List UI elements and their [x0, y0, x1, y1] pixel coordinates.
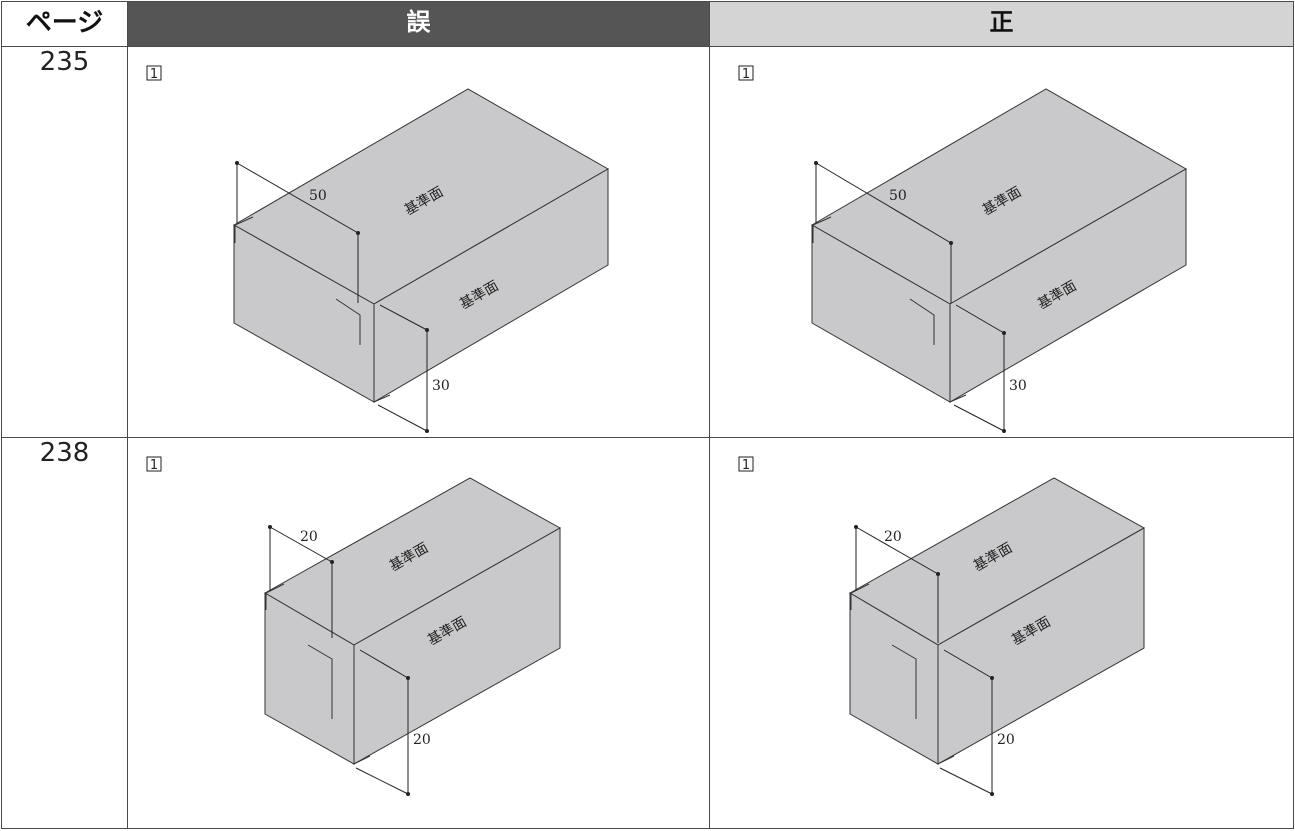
- dimension-top: 50: [889, 188, 907, 204]
- dimension-line: [377, 404, 428, 432]
- corner-mark: [353, 747, 371, 765]
- figure-number-box: [738, 65, 754, 81]
- box-diagram: 1 50: [146, 65, 610, 434]
- dimension-arrow: [268, 525, 272, 530]
- dimension-line: [379, 304, 428, 331]
- table-row: 235 1 50: [1, 46, 1294, 439]
- corner-mark: [265, 583, 285, 611]
- dimension-arrow: [936, 572, 940, 577]
- dimension-line: [355, 767, 409, 795]
- dimension-arrow: [1002, 331, 1006, 336]
- dimension-bottom: 30: [432, 378, 450, 394]
- dimension-arrow: [990, 792, 994, 797]
- dimension-arrow: [1002, 429, 1006, 434]
- dimension-line: [943, 649, 993, 679]
- dimension-top: 20: [300, 529, 318, 545]
- corner-mark: [850, 583, 870, 611]
- dimension-arrow: [235, 161, 239, 166]
- figure-number: 1: [742, 458, 750, 473]
- dimension-top: 20: [884, 529, 902, 545]
- wrong-figure-cell: 1 20 20 基準面 基準面: [127, 437, 710, 829]
- dimension-arrow: [425, 328, 429, 333]
- figure-number-box: [738, 456, 754, 472]
- corner-mark: [335, 298, 361, 346]
- dimension-top: 50: [309, 188, 327, 204]
- corner-mark: [909, 298, 935, 346]
- figure-number-box: [146, 456, 162, 472]
- dimension-line: [359, 649, 409, 679]
- corner-mark: [937, 747, 955, 765]
- dimension-arrow: [356, 231, 360, 236]
- table-row: 238 1 20 2: [1, 437, 1294, 829]
- right-figure-cell: 1 50 30 基準面 基準面: [709, 46, 1294, 439]
- corner-mark: [307, 644, 333, 720]
- right-figure-cell: 1 20 20 基準面 基準面: [709, 437, 1294, 829]
- dimension-arrow: [814, 161, 818, 166]
- corner-mark: [373, 385, 391, 403]
- dimension-line: [953, 404, 1005, 432]
- dimension-line: [236, 162, 359, 234]
- dimension-arrow: [990, 676, 994, 681]
- box-diagram: 1 20 20 基準面 基準面: [738, 456, 1146, 797]
- dimension-line: [955, 304, 1005, 334]
- dimension-line: [939, 767, 993, 795]
- figure-number-box: [146, 65, 162, 81]
- dimension-arrow: [406, 792, 410, 797]
- page-number: 238: [1, 437, 128, 829]
- dimension-arrow: [425, 429, 429, 434]
- figure-number: 1: [742, 67, 750, 82]
- header-row: ページ 誤 正: [1, 0, 1294, 48]
- header-wrong: 誤: [127, 0, 710, 48]
- box-diagram: 1 20 20 基準面 基準面: [146, 456, 562, 797]
- page-number: 235: [1, 46, 128, 439]
- dimension-line: [855, 526, 939, 575]
- dimension-arrow: [406, 676, 410, 681]
- header-right: 正: [709, 0, 1294, 48]
- dimension-bottom: 20: [413, 732, 431, 748]
- dimension-bottom: 30: [1009, 378, 1027, 394]
- dimension-arrow: [854, 525, 858, 530]
- box-diagram: 1 50 30 基準面 基準面: [738, 65, 1188, 434]
- figure-number: 1: [150, 67, 158, 82]
- corner-mark: [949, 385, 967, 403]
- header-page: ページ: [1, 0, 128, 48]
- corner-mark: [234, 216, 254, 244]
- dimension-line: [269, 526, 333, 563]
- figure-number: 1: [150, 458, 158, 473]
- dimension-arrow: [949, 241, 953, 246]
- wrong-figure-cell: 1 50: [127, 46, 710, 439]
- corner-mark: [891, 644, 917, 720]
- dimension-line: [815, 162, 952, 244]
- corner-mark: [812, 216, 832, 244]
- dimension-bottom: 20: [997, 732, 1015, 748]
- dimension-arrow: [330, 560, 334, 565]
